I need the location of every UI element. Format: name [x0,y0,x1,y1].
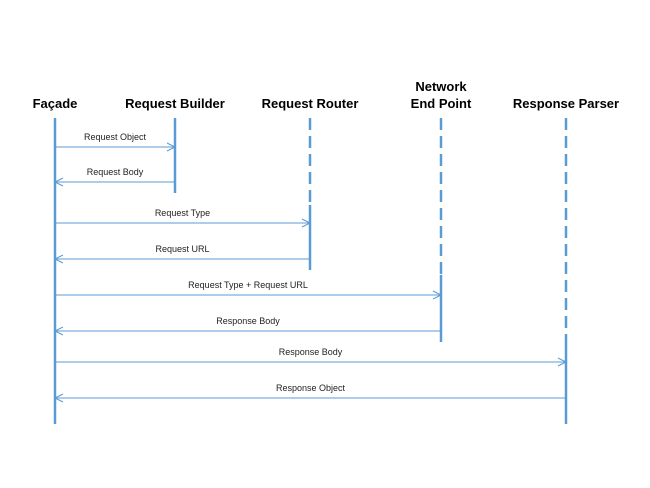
message-1: Request Object [55,132,177,152]
arrowhead-icon [53,393,64,403]
participant-labels: Façade Request Builder Request Router Netwo… [33,79,620,111]
arrowhead-icon [53,177,64,187]
message-3: Request Type [55,208,312,228]
participant-label-parser: Response Parser [513,96,619,111]
arrowhead-icon [53,326,64,336]
message-label: Response Object [276,383,346,393]
message-7: Response Body [55,347,568,367]
message-label: Request Type + Request URL [188,280,308,290]
arrowhead-icon [301,218,312,228]
message-5: Request Type + Request URL [55,280,443,300]
participant-label-builder: Request Builder [125,96,225,111]
participant-label-endpoint-line-0: Network [415,79,467,94]
message-label: Request Object [84,132,147,142]
message-label: Request URL [155,244,209,254]
arrowhead-icon [557,357,568,367]
participant-label-endpoint-line-1: End Point [411,96,472,111]
participant-label-facade: Façade [33,96,78,111]
arrowhead-icon [432,290,443,300]
arrowhead-icon [53,254,64,264]
message-label: Request Body [87,167,144,177]
message-6: Response Body [53,316,441,336]
arrowhead-icon [166,142,177,152]
message-8: Response Object [53,383,566,403]
lifelines [53,118,568,424]
message-label: Response Body [216,316,280,326]
message-2: Request Body [53,167,175,187]
message-label: Request Type [155,208,210,218]
participant-label-router: Request Router [262,96,359,111]
message-label: Response Body [279,347,343,357]
message-4: Request URL [53,244,310,264]
